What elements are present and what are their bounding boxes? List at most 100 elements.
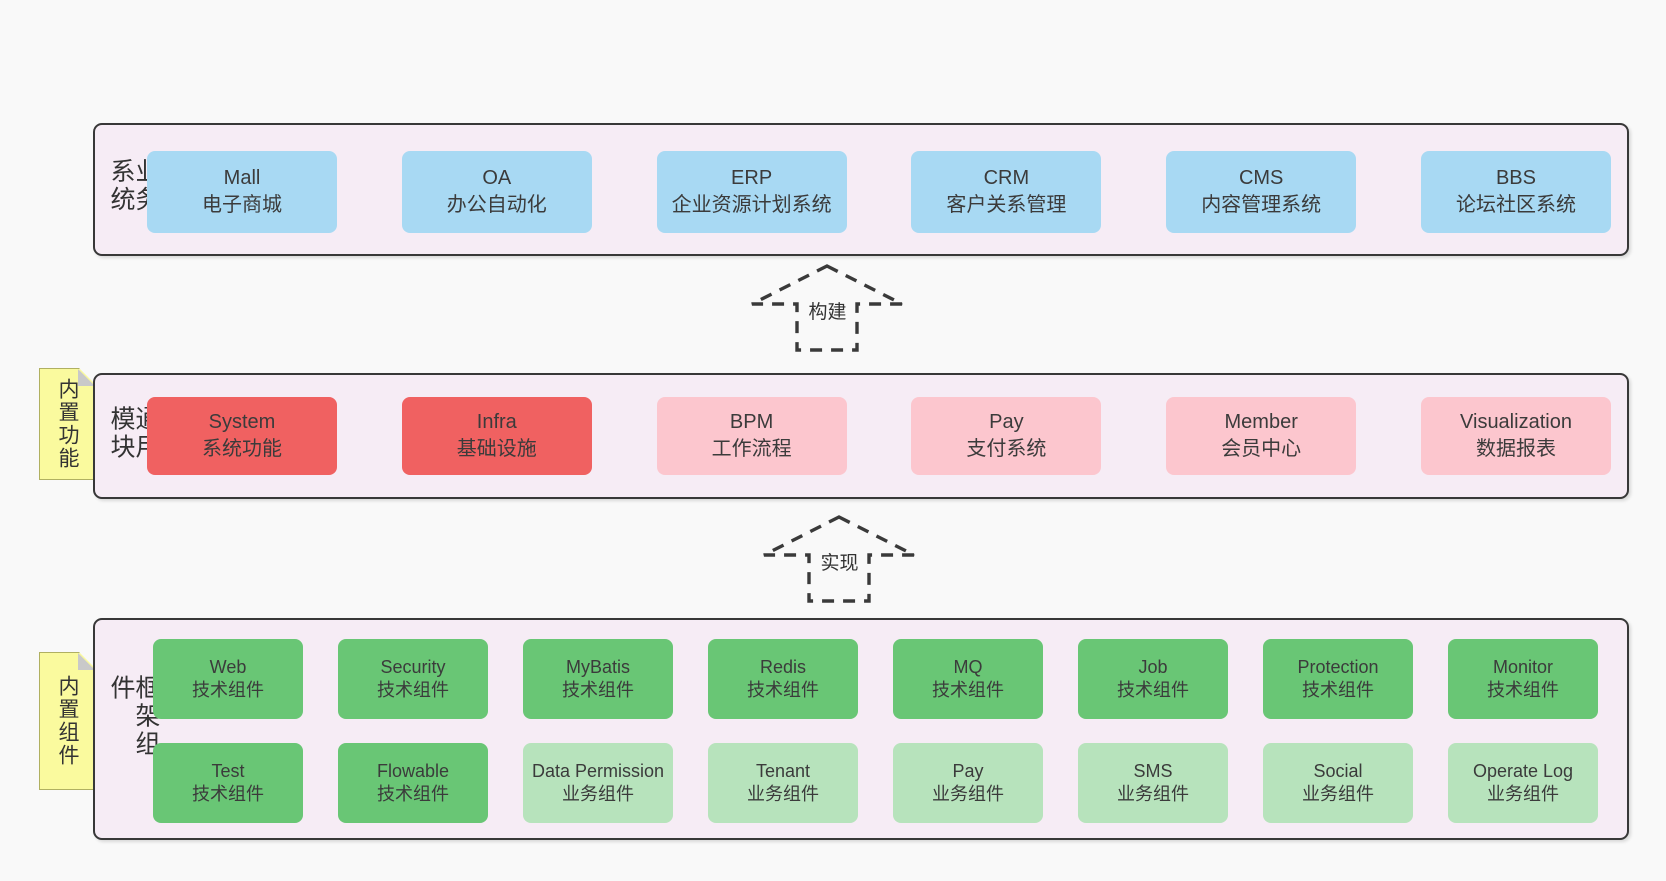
box-name: Web <box>209 657 247 677</box>
box-row-business: Test 技术组件 Flowable 技术组件 Data Permission … <box>153 743 1598 823</box>
box-row: System 系统功能 Infra 基础设施 BPM 工作流程 Pay 支付系统… <box>147 397 1611 475</box>
band-label-framework-components: 框架组件 <box>107 674 160 759</box>
box-subtitle: 客户关系管理 <box>946 194 1067 216</box>
band-business-systems: 业务系统 Mall 电子商城 OA 办公自动化 ERP 企业资源计划系统 CRM… <box>93 123 1629 256</box>
box-job: Job 技术组件 <box>1078 639 1228 719</box>
box-subtitle: 支付系统 <box>966 438 1047 460</box>
up-arrow-icon <box>763 515 915 603</box>
box-bpm: BPM 工作流程 <box>656 397 847 475</box>
box-visualization: Visualization 数据报表 <box>1420 397 1611 475</box>
box-mall: Mall 电子商城 <box>147 151 337 233</box>
box-cms: CMS 内容管理系统 <box>1166 151 1357 233</box>
box-subtitle: 系统功能 <box>202 438 282 460</box>
box-name: BPM <box>729 411 774 433</box>
box-row-technical: Web 技术组件 Security 技术组件 MyBatis 技术组件 Redi… <box>153 639 1598 719</box>
box-bbs: BBS 论坛社区系统 <box>1420 151 1611 233</box>
box-member: Member 会员中心 <box>1166 397 1357 475</box>
box-redis: Redis 技术组件 <box>708 639 858 719</box>
box-protection: Protection 技术组件 <box>1263 639 1413 719</box>
box-system: System 系统功能 <box>147 397 337 475</box>
box-subtitle: 业务组件 <box>1302 784 1374 804</box>
box-subtitle: 业务组件 <box>1117 784 1189 804</box>
box-name: Mall <box>223 167 261 189</box>
sticky-note-builtin-components: 内置组件 <box>39 652 96 790</box>
box-subtitle: 基础设施 <box>456 438 537 460</box>
box-subtitle: 数据报表 <box>1475 438 1556 460</box>
box-name: Monitor <box>1492 657 1554 677</box>
box-subtitle: 工作流程 <box>711 438 792 460</box>
box-subtitle: 会员中心 <box>1221 438 1302 460</box>
band-label-business-systems: 业务系统 <box>107 157 160 214</box>
box-name: Infra <box>476 411 517 433</box>
dashed-up-arrow-implement: 实现 <box>762 514 917 604</box>
box-subtitle: 业务组件 <box>1487 784 1559 804</box>
box-subtitle: 业务组件 <box>932 784 1004 804</box>
sticky-note-builtin-features: 内置功能 <box>39 368 96 480</box>
box-name: Member <box>1224 411 1298 433</box>
box-subtitle: 技术组件 <box>192 680 264 700</box>
box-name: Pay <box>989 411 1024 433</box>
box-mybatis: MyBatis 技术组件 <box>523 639 673 719</box>
box-subtitle: 业务组件 <box>747 784 819 804</box>
sticky-note-text: 内置组件 <box>56 675 79 767</box>
band-common-modules: 通用模块 System 系统功能 Infra 基础设施 BPM 工作流程 Pay… <box>93 373 1629 499</box>
box-subtitle: 技术组件 <box>192 784 264 804</box>
band-framework-components: 框架组件 Web 技术组件 Security 技术组件 MyBatis 技术组件… <box>93 618 1629 840</box>
box-subtitle: 办公自动化 <box>446 194 547 216</box>
box-web: Web 技术组件 <box>153 639 303 719</box>
box-subtitle: 技术组件 <box>377 784 449 804</box>
box-subtitle: 技术组件 <box>747 680 819 700</box>
box-name: Pay <box>952 761 984 781</box>
box-subtitle: 技术组件 <box>1302 680 1374 700</box>
box-name: Operate Log <box>1472 761 1574 781</box>
box-name: BBS <box>1495 167 1536 189</box>
box-name: MyBatis <box>565 657 630 677</box>
box-subtitle: 业务组件 <box>562 784 634 804</box>
box-security: Security 技术组件 <box>338 639 488 719</box>
sticky-note-text: 内置功能 <box>56 378 79 470</box>
box-name: MQ <box>953 657 983 677</box>
box-name: Flowable <box>376 761 450 781</box>
box-name: Job <box>1138 657 1168 677</box>
box-monitor: Monitor 技术组件 <box>1448 639 1598 719</box>
box-name: Tenant <box>755 761 811 781</box>
arrow-label: 实现 <box>817 548 862 575</box>
box-subtitle: 技术组件 <box>377 680 449 700</box>
box-tenant: Tenant 业务组件 <box>708 743 858 823</box>
box-social: Social 业务组件 <box>1263 743 1413 823</box>
box-subtitle: 技术组件 <box>932 680 1004 700</box>
box-name: CRM <box>983 167 1030 189</box>
box-name: Social <box>1313 761 1363 781</box>
box-name: Protection <box>1297 657 1379 677</box>
box-name: Security <box>380 657 446 677</box>
box-subtitle: 企业资源计划系统 <box>671 194 832 216</box>
box-pay-module: Pay 支付系统 <box>911 397 1102 475</box>
box-name: CMS <box>1238 167 1284 189</box>
box-name: Test <box>211 761 245 781</box>
up-arrow-icon <box>751 264 903 352</box>
box-name: Visualization <box>1460 411 1572 433</box>
box-name: Data Permission <box>531 761 665 781</box>
box-name: SMS <box>1133 761 1173 781</box>
box-erp: ERP 企业资源计划系统 <box>656 151 847 233</box>
box-subtitle: 技术组件 <box>1487 680 1559 700</box>
box-subtitle: 技术组件 <box>562 680 634 700</box>
box-subtitle: 论坛社区系统 <box>1455 194 1576 216</box>
box-data-permission: Data Permission 业务组件 <box>523 743 673 823</box>
dashed-up-arrow-build: 构建 <box>750 263 905 353</box>
box-pay-component: Pay 业务组件 <box>893 743 1043 823</box>
box-mq: MQ 技术组件 <box>893 639 1043 719</box>
box-name: ERP <box>731 167 773 189</box>
box-subtitle: 电子商城 <box>202 194 282 216</box>
box-flowable: Flowable 技术组件 <box>338 743 488 823</box>
box-crm: CRM 客户关系管理 <box>911 151 1102 233</box>
box-infra: Infra 基础设施 <box>401 397 592 475</box>
box-operate-log: Operate Log 业务组件 <box>1448 743 1598 823</box>
box-subtitle: 内容管理系统 <box>1201 194 1322 216</box>
box-name: System <box>208 411 276 433</box>
box-name: Redis <box>759 657 807 677</box>
box-name: OA <box>482 167 512 189</box>
box-test: Test 技术组件 <box>153 743 303 823</box>
box-oa: OA 办公自动化 <box>401 151 592 233</box>
